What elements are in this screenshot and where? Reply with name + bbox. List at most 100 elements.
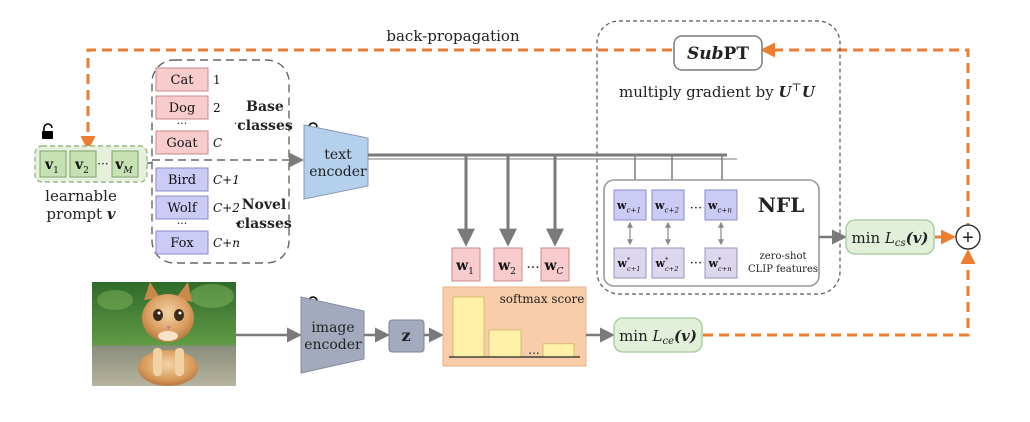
prompt-token-3 (111, 150, 139, 178)
base-classes-label-2: classes (237, 118, 293, 134)
nfl-bottom-label-3-sup: * (718, 256, 722, 264)
weight-label-1-sub: 1 (468, 267, 474, 277)
nfl-bottom-label-2-sub: c+2 (665, 265, 678, 273)
class-dots-1: ··· (177, 117, 188, 130)
subpt-title-rest: PT (724, 44, 750, 64)
weight-label-3-base: w (543, 258, 557, 274)
class-dots-3: ··· (234, 117, 245, 130)
text-encoder (303, 124, 369, 200)
class-dots-2: ··· (177, 217, 188, 230)
nfl-top-cell-1 (613, 189, 647, 221)
base-class-name-2: Dog (169, 101, 196, 116)
loss-ce-arg: (v) (674, 327, 697, 345)
weight-label-2-sub: 2 (510, 267, 516, 277)
prompt-token-label-3: vM (114, 157, 133, 176)
nfl-top-label-1-base: w (616, 199, 627, 212)
nfl-dots-bottom: ··· (690, 256, 702, 271)
base-class-name-1: Cat (171, 73, 195, 88)
prompt-token-label-3-sub: M (122, 166, 133, 176)
prompt-token-label-3-base: v (114, 157, 124, 173)
novel-class-index-1: C+1 (213, 173, 240, 187)
weight-box-2 (493, 247, 523, 282)
subpt-title: SubPT (687, 44, 749, 64)
nfl-top-label-3: wc+n (707, 199, 732, 214)
nfl-top-label-1-sub: c+1 (626, 205, 641, 214)
weight-box-3 (540, 247, 570, 282)
loss-cs-text: min Lcs(v) (851, 229, 928, 249)
weights-dots: ··· (526, 260, 539, 276)
nfl-bottom-label-1-sup: * (627, 256, 631, 264)
nfl-bottom-cell-1 (613, 247, 647, 279)
nfl-bottom-label-2-base: w (655, 257, 666, 270)
softmax-bar-2 (488, 329, 522, 358)
class-names-region (151, 59, 290, 264)
nfl-bottom-cell-3 (704, 247, 738, 279)
class-dots-4: ··· (235, 217, 246, 230)
base-class-box-3 (155, 130, 209, 155)
nfl-bottom-label-2: w*c+2 (655, 256, 679, 273)
nfl-bottom-label-1: w*c+1 (617, 256, 641, 273)
back-propagation-path (80, 42, 976, 337)
loss-ce-min: min (619, 327, 652, 345)
novel-class-name-3: Fox (170, 236, 194, 251)
subpt-caption-text: multiply gradient by (619, 83, 778, 101)
prompt-token-label-2-base: v (74, 157, 84, 173)
loss-cs-arg: (v) (906, 229, 929, 247)
weight-label-2: w2 (497, 258, 516, 277)
prompt-token-label-2-sub: 2 (83, 166, 89, 176)
nfl-top-label-3-base: w (707, 199, 718, 212)
lock-icon-prompt (42, 123, 53, 139)
nfl-bottom-label-3: w*c+n (708, 256, 732, 273)
softmax-dots: ... (528, 343, 539, 357)
nfl-top-cell-3 (704, 189, 738, 221)
novel-class-index-3: C+n (213, 236, 240, 250)
softmax-bar-3 (542, 343, 575, 358)
nfl-bottom-label-1-base: w (617, 257, 628, 270)
subpt-region (596, 20, 841, 295)
weight-label-1-base: w (455, 258, 469, 274)
weight-box-1 (451, 247, 481, 282)
softmax-bar-1 (452, 296, 485, 358)
nfl-top-label-2-sub: c+2 (664, 205, 679, 214)
text-encoder-line1: text (324, 147, 352, 163)
base-class-index-2: 2 (213, 101, 221, 115)
nfl-bottom-cell-2 (651, 247, 685, 279)
back-propagation-label: back-propagation (386, 27, 520, 45)
nfl-bottom-label-1-sub: c+1 (627, 265, 640, 273)
nfl-top-label-1: wc+1 (616, 199, 641, 214)
plus-circle (955, 224, 981, 250)
weight-label-2-base: w (497, 258, 511, 274)
clip-features-line2: CLIP features (748, 264, 818, 275)
prompt-label-line1: learnable (45, 187, 117, 205)
weight-label-1: w1 (455, 258, 474, 277)
z-label: z (401, 326, 410, 345)
loss-cs-sub: cs (895, 238, 906, 249)
prompt-token-label-1: v1 (44, 157, 59, 176)
subpt-caption-u: U (778, 83, 792, 101)
novel-class-box-3 (155, 230, 209, 255)
image-encoder-line2: encoder (304, 337, 362, 353)
image-encoder (300, 296, 365, 374)
base-class-name-3: Goat (166, 136, 198, 151)
loss-ce-sub: ce (662, 336, 674, 347)
base-class-box-1 (155, 67, 209, 92)
novel-classes-label-2: classes (236, 216, 292, 232)
weight-label-3-sub: C (557, 267, 564, 277)
loss-ce-box (613, 317, 703, 353)
prompt-label-var: v (107, 205, 116, 223)
image-encoder-line1: image (311, 320, 354, 336)
plus-symbol: + (962, 227, 974, 249)
novel-class-name-2: Wolf (167, 201, 197, 216)
prompt-token-1 (39, 150, 67, 178)
kitten-image (92, 282, 236, 386)
prompt-token-label-2: v2 (74, 157, 89, 176)
novel-class-box-1 (155, 167, 209, 192)
nfl-top-label-3-sub: c+n (717, 205, 732, 214)
subpt-caption-u2: U (802, 83, 816, 101)
novel-class-box-2 (155, 195, 209, 220)
